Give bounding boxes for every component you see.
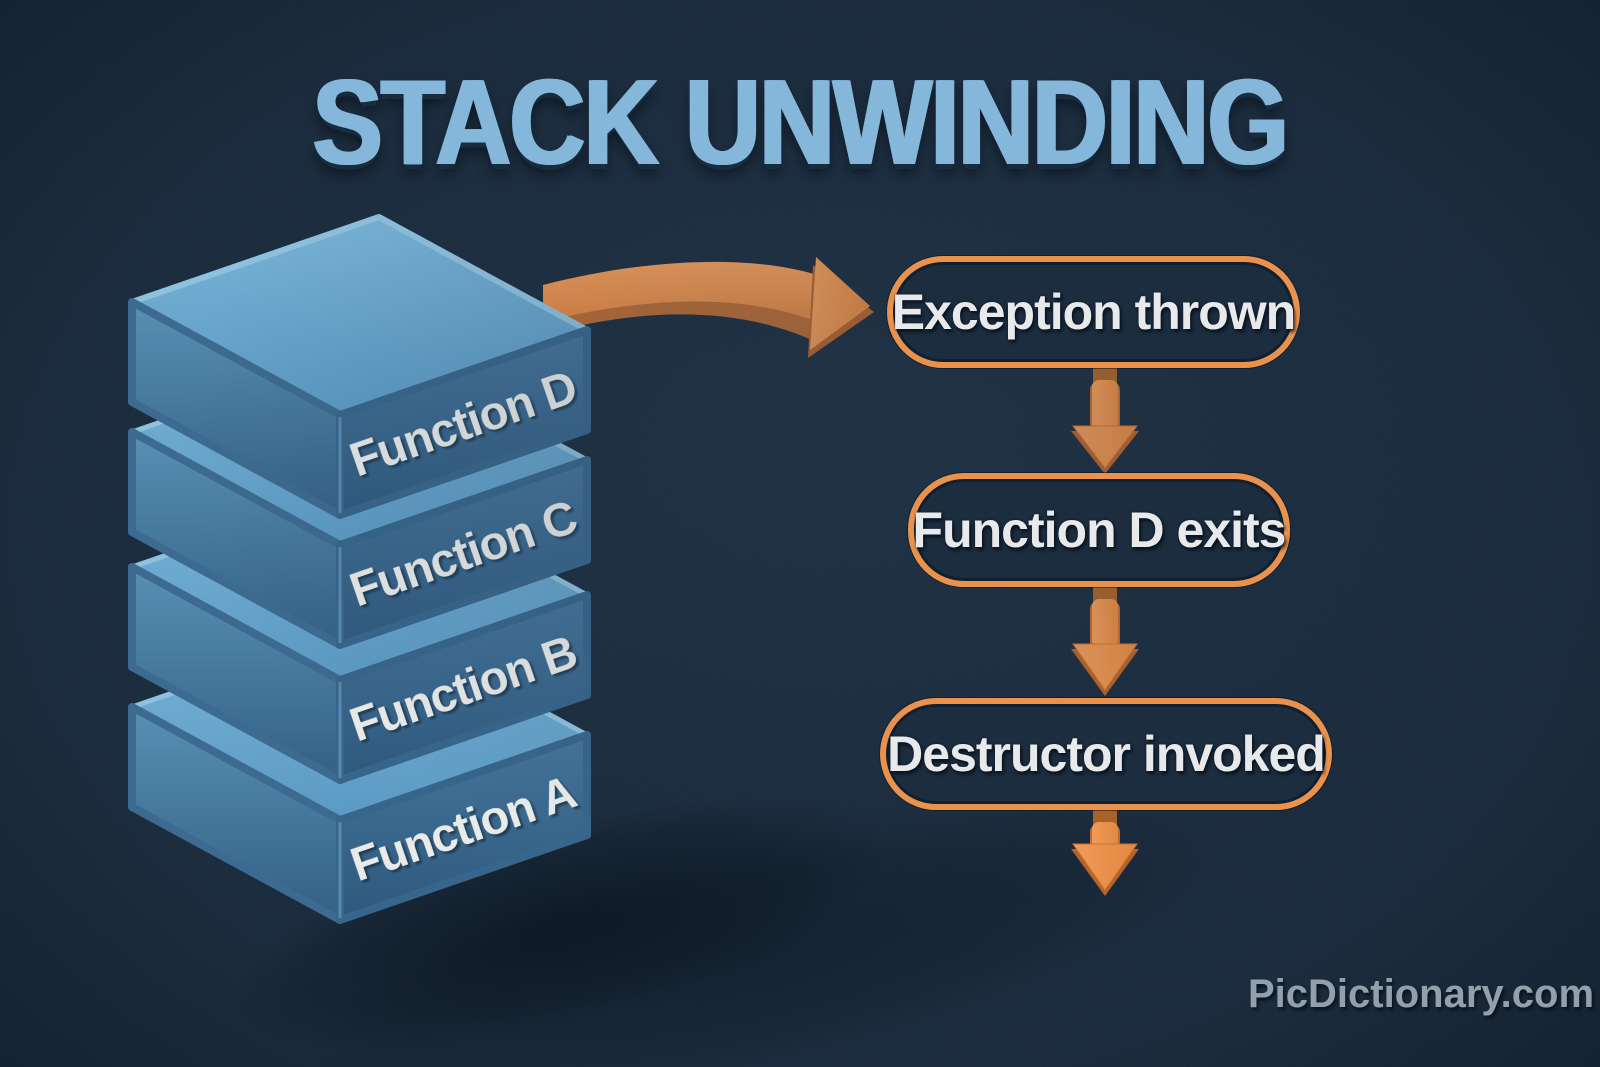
curved-arrow [543,257,874,358]
flow-step-label: Exception thrown [891,284,1296,340]
flow-arrow-3 [1071,808,1139,896]
stack-box-function-d: Function D [128,214,591,519]
flow-step-exception-thrown: Exception thrown [887,256,1300,368]
flow-step-label: Destructor invoked [887,726,1326,782]
flow-arrow-2 [1071,585,1139,696]
flow-step-function-d-exits: Function D exits [908,473,1290,587]
flow-step-destructor-invoked: Destructor invoked [880,698,1332,810]
page-title: STACK UNWINDING [312,54,1289,190]
flow-arrow-1 [1071,366,1139,474]
flow-arrows [1071,366,1139,896]
stack-illustration: Function A Function B Function C [128,214,874,924]
watermark: PicDictionary.com [1248,972,1595,1016]
stack-shadow [229,797,1219,1067]
curved-arrow-band [543,261,814,322]
flow-step-label: Function D exits [912,502,1287,558]
curved-arrowhead [810,257,870,350]
